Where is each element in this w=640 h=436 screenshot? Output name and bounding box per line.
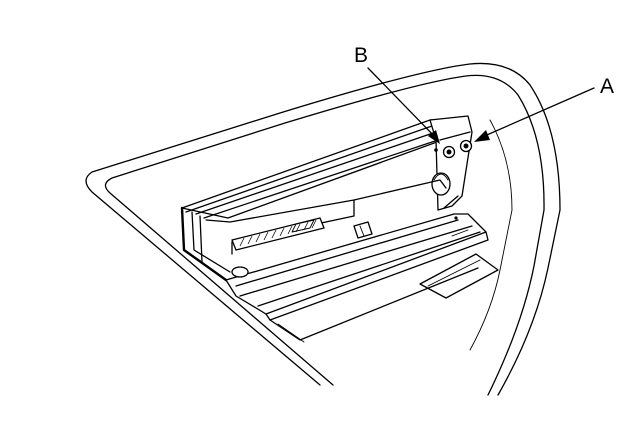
callout-a: A	[474, 75, 614, 142]
radio-unit	[180, 115, 499, 343]
callout-a-leader	[479, 87, 595, 139]
callout-a-arrowhead	[474, 130, 490, 142]
callout-a-label: A	[600, 75, 614, 98]
small-knob-icon	[231, 266, 249, 278]
round-button-icon	[431, 172, 451, 196]
callout-b-leader	[367, 67, 439, 141]
callout-b: B	[354, 44, 440, 144]
cassette-slot	[231, 217, 325, 251]
callout-b-arrowhead	[428, 130, 440, 144]
callout-b-label: B	[354, 44, 368, 67]
dashboard-panel	[85, 62, 561, 396]
